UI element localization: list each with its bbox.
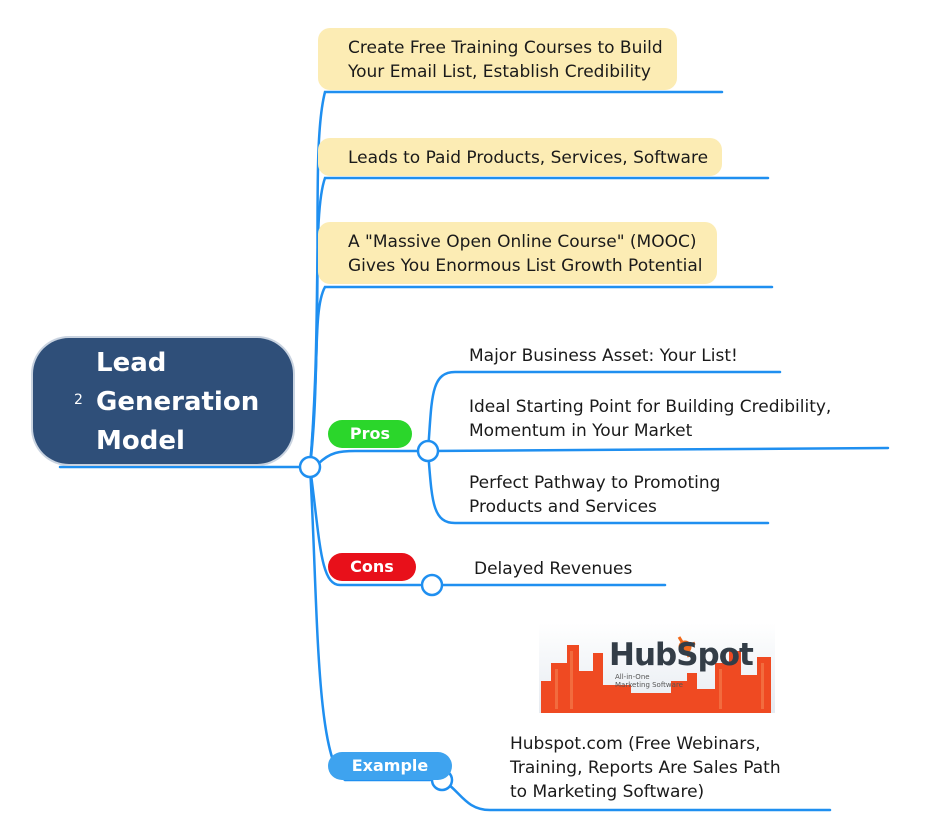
- topic-leads-to-paid-products[interactable]: Leads to Paid Products, Services, Softwa…: [318, 138, 723, 176]
- example-item[interactable]: Hubspot.com (Free Webinars, Training, Re…: [510, 732, 781, 804]
- hubspot-logo-image: HubSpot All-in-One Marketing Software: [539, 623, 775, 713]
- pros-item-line: Momentum in Your Market: [469, 421, 693, 441]
- topic-line: A "Massive Open Online Course" (MOOC): [348, 232, 697, 252]
- central-topic-number: 2: [74, 392, 83, 408]
- example-item-line: Training, Reports Are Sales Path: [510, 758, 781, 778]
- example-label[interactable]: Example: [328, 752, 452, 780]
- example-item-line: Hubspot.com (Free Webinars,: [510, 734, 761, 754]
- topic-line: Create Free Training Courses to Build: [348, 38, 663, 58]
- central-title-line: Model: [96, 426, 185, 456]
- topic-mooc[interactable]: A "Massive Open Online Course" (MOOC) Gi…: [318, 222, 717, 284]
- pros-label[interactable]: Pros: [328, 420, 412, 448]
- cons-connector-node: [420, 573, 444, 597]
- central-title-line: Generation: [96, 387, 260, 417]
- cons-item-line: Delayed Revenues: [474, 559, 633, 579]
- city-skyline-icon: [539, 623, 775, 713]
- pros-item-line: Major Business Asset: Your List!: [469, 346, 738, 366]
- pros-item-line: Products and Services: [469, 497, 657, 517]
- cons-label[interactable]: Cons: [328, 553, 416, 581]
- topic-line: Gives You Enormous List Growth Potential: [348, 256, 703, 276]
- hubspot-brand-text: HubSpot: [609, 637, 754, 673]
- pros-item[interactable]: Perfect Pathway to Promoting Products an…: [469, 471, 720, 519]
- pros-item[interactable]: Major Business Asset: Your List!: [469, 344, 738, 368]
- example-item-line: to Marketing Software): [510, 782, 705, 802]
- root-connector-node: [298, 455, 322, 479]
- hubspot-tagline: All-in-One Marketing Software: [615, 673, 683, 689]
- pros-item-line: Ideal Starting Point for Building Credib…: [469, 397, 832, 417]
- hubspot-tagline-line: All-in-One: [615, 673, 650, 681]
- central-topic-title: Lead Generation Model: [96, 344, 259, 461]
- topic-free-training-courses[interactable]: Create Free Training Courses to Build Yo…: [318, 28, 677, 90]
- pros-item[interactable]: Ideal Starting Point for Building Credib…: [469, 395, 831, 443]
- central-title-line: Lead: [96, 348, 167, 378]
- cons-item[interactable]: Delayed Revenues: [474, 557, 632, 581]
- hubspot-tagline-line: Marketing Software: [615, 681, 683, 689]
- topic-line: Your Email List, Establish Credibility: [348, 62, 651, 82]
- pros-item-line: Perfect Pathway to Promoting: [469, 473, 721, 493]
- central-topic-box[interactable]: [33, 338, 293, 464]
- pros-connector-node: [416, 439, 440, 463]
- topic-line: Leads to Paid Products, Services, Softwa…: [348, 148, 709, 168]
